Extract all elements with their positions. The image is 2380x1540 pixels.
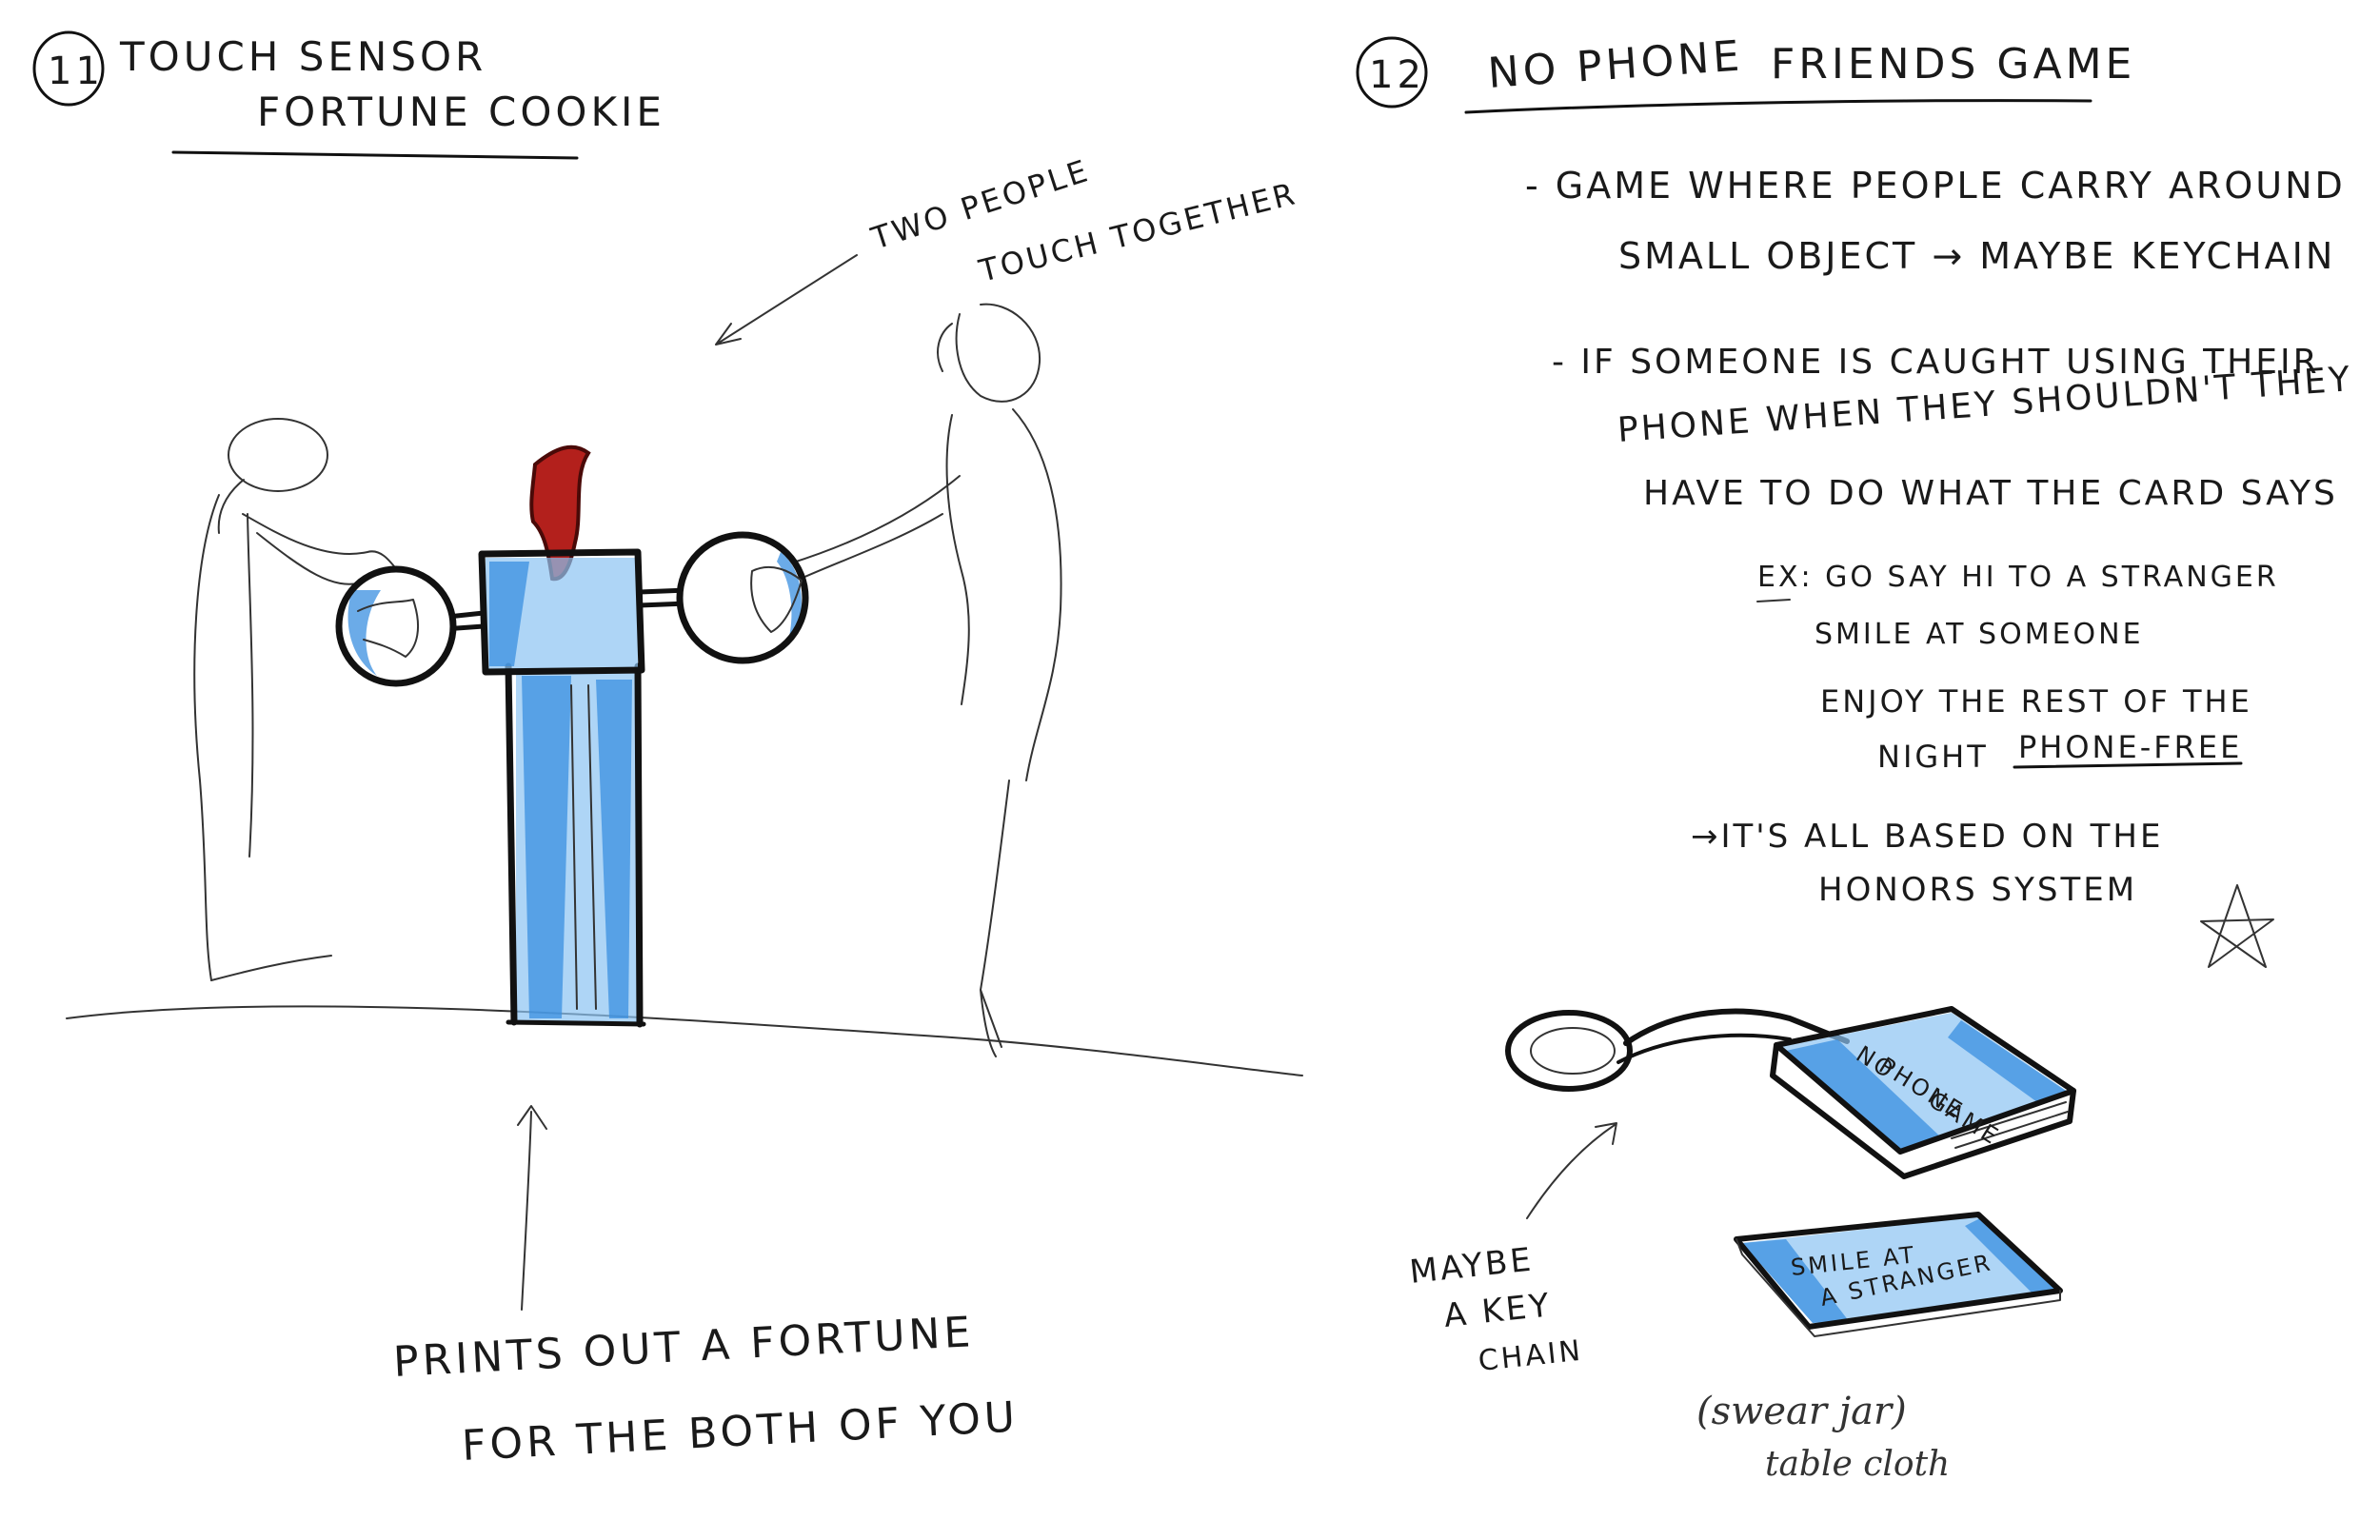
bullet2-line1: - IF SOMEONE IS CAUGHT USING THEIR (1552, 343, 2320, 382)
note-swear-jar: (swear jar) (1696, 1390, 1907, 1433)
title-underline-right (1464, 99, 2092, 114)
honor-line1: →IT'S ALL BASED ON THE (1691, 818, 2163, 856)
concept-number-circle (32, 30, 105, 107)
concept-number-circle-right (1356, 36, 1428, 109)
example-underline (1756, 599, 1791, 602)
keychain-label-chain: CHAIN (1477, 1334, 1584, 1378)
star-mark (2200, 884, 2274, 968)
example-line4-emphasis: PHONE-FREE (2018, 729, 2242, 765)
challenge-card: SMILE AT A STRANGER (1734, 1212, 2063, 1337)
title-underline (171, 150, 579, 160)
left-touch-sensor (335, 565, 457, 687)
arrow-to-people (715, 254, 858, 346)
keychain-label-a-key: A KEY (1442, 1286, 1554, 1335)
fortune-machine (335, 444, 809, 1028)
concept-number-right: 12 (1369, 53, 1425, 97)
example-line1: EX: GO SAY HI TO A STRANGER (1757, 561, 2279, 594)
honor-line2: HONORS SYSTEM (1818, 871, 2137, 909)
concept-title-line2: FORTUNE COOKIE (257, 89, 665, 135)
person-right (764, 303, 1062, 1057)
annotation-prints-fortune: PRINTS OUT A FORTUNE (392, 1308, 976, 1387)
phone-free-underline (2013, 761, 2243, 769)
keychain-label-maybe: MAYBE (1408, 1241, 1536, 1292)
example-line2: SMILE AT SOMEONE (1815, 618, 2144, 651)
bullet1-line2: SMALL OBJECT → MAYBE KEYCHAIN (1618, 235, 2335, 277)
right-touch-sensor (676, 531, 809, 664)
no-phone-game-device: NO PHONE GAME (1770, 1006, 2076, 1179)
concept-number: 11 (48, 49, 104, 93)
note-table-cloth: table cloth (1765, 1445, 1950, 1484)
example-line4-prefix: NIGHT (1877, 739, 1989, 775)
concept-title-no-phone: NO PHONE (1486, 31, 1744, 98)
concept-touch-sensor: 11 TOUCH SENSOR FORTUNE COOKIE TWO PEOPL… (32, 30, 1303, 1471)
bullet2-line3: HAVE TO DO WHAT THE CARD SAYS (1643, 474, 2338, 513)
bullet1-line1: - GAME WHERE PEOPLE CARRY AROUND (1525, 165, 2346, 207)
annotation-both-of-you: FOR THE BOTH OF YOU (461, 1392, 1020, 1471)
person-left (193, 418, 399, 981)
arrow-to-keychain (1526, 1122, 1617, 1219)
example-line3: ENJOY THE REST OF THE (1820, 683, 2252, 720)
ground-line (66, 1005, 1303, 1076)
concept-title-line1: TOUCH SENSOR (119, 33, 486, 80)
arrow-to-machine (517, 1105, 547, 1311)
concept-title-friends-game: FRIENDS GAME (1771, 40, 2135, 89)
concept-no-phone-game: 12 NO PHONE FRIENDS GAME - GAME WHERE PE… (1356, 31, 2353, 1484)
